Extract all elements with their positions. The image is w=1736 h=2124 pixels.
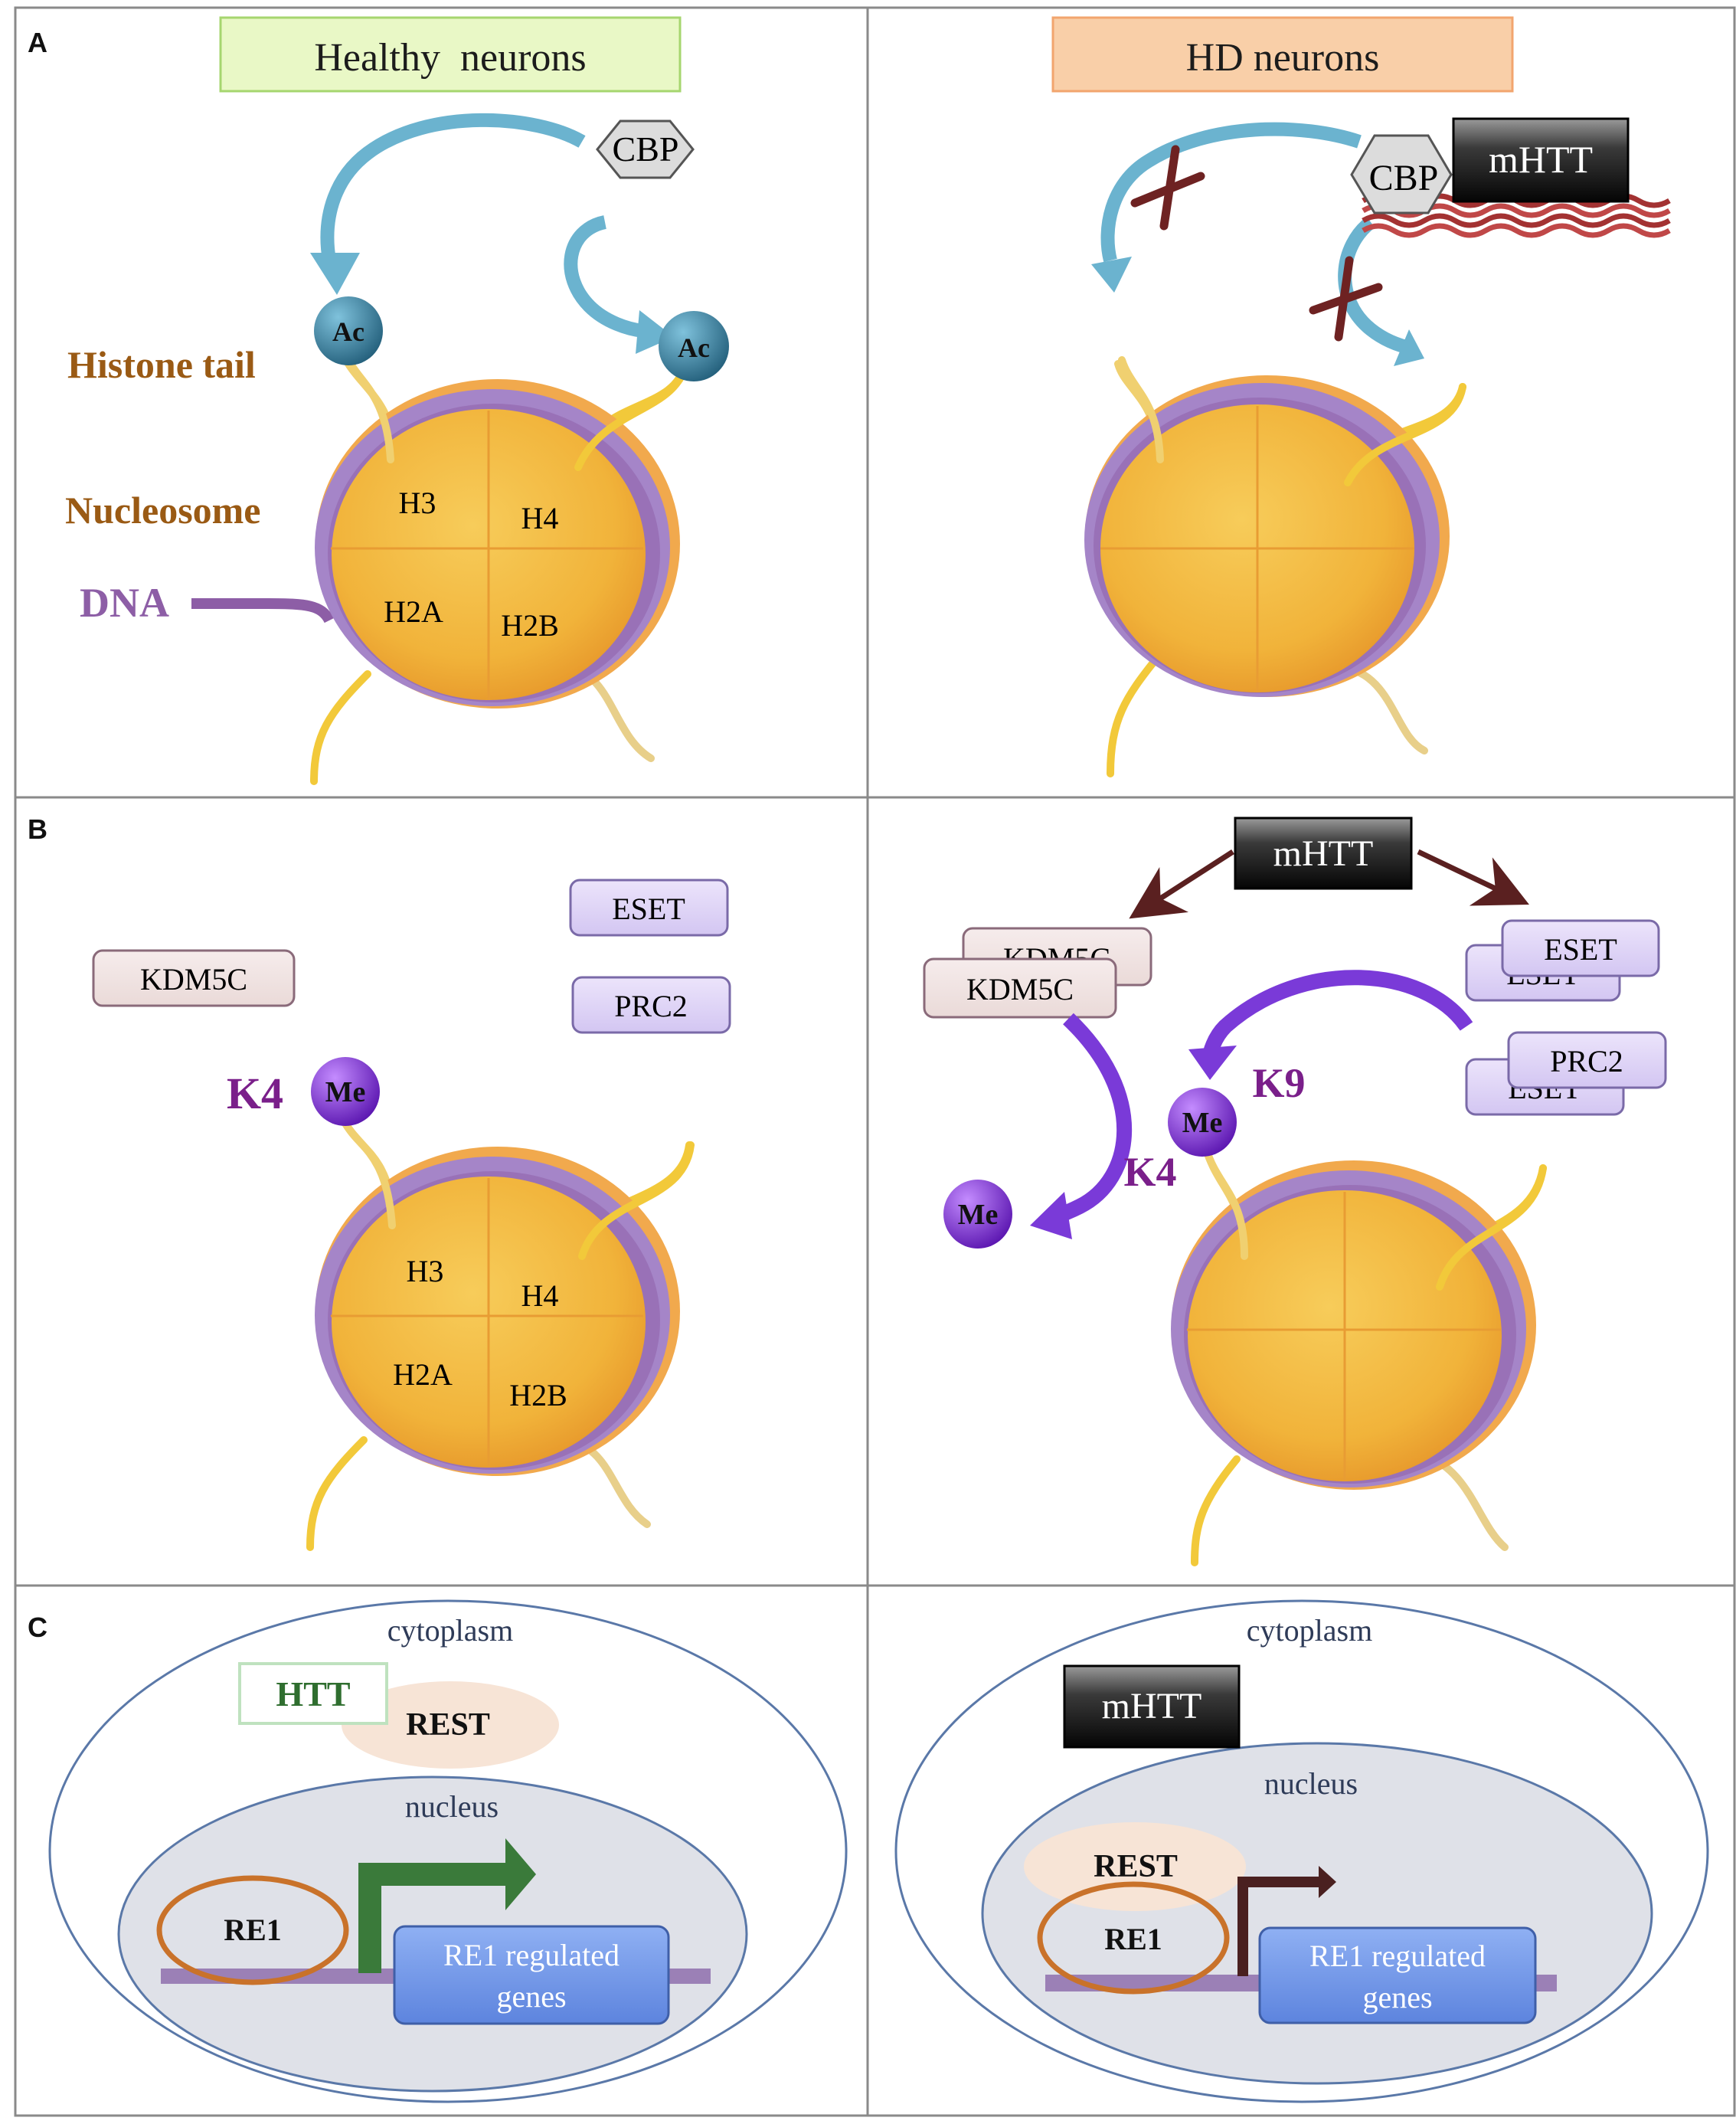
re1-genes-box: RE1 regulated genes (393, 1925, 670, 2025)
svg-text:Ac: Ac (678, 332, 710, 363)
re1-label: RE1 (224, 1913, 282, 1947)
rest-cytoplasmic (342, 1681, 559, 1769)
cytoplasm-label: cytoplasm (387, 1613, 513, 1648)
dna-label: DNA (80, 580, 169, 626)
cytoplasm-label-hd: cytoplasm (1247, 1613, 1372, 1648)
eset-box-front: ESET (1501, 919, 1660, 977)
nucleosome-hd (1084, 375, 1450, 697)
prc2-box: PRC2 (571, 976, 731, 1034)
histone-tail-label: Histone tail (67, 343, 256, 386)
svg-text:genes: genes (496, 1979, 566, 2014)
transcription-arrow-repressed (1237, 1866, 1336, 1976)
svg-text:PRC2: PRC2 (614, 989, 688, 1023)
histone-h4-b: H4 (521, 1278, 559, 1313)
healthy-neurons-header: Healthy neurons (219, 16, 682, 93)
panel-c-hd: cytoplasm nucleus mHTT REST RE1 RE1 regu… (894, 1599, 1709, 2103)
transcription-arrow-active (358, 1838, 536, 1973)
cbp-protein: CBP (596, 119, 695, 179)
svg-text:KDM5C: KDM5C (140, 962, 247, 997)
nucleosome (315, 379, 680, 709)
svg-text:PRC2: PRC2 (1550, 1044, 1623, 1078)
svg-text:genes: genes (1362, 1980, 1432, 2014)
blocked-cross-1 (1130, 145, 1205, 231)
histone-h2b: H2B (501, 608, 559, 643)
hd-neurons-title: HD neurons (1186, 36, 1380, 80)
ac-mark-left: Ac (314, 296, 383, 365)
histone-h4: H4 (521, 501, 559, 535)
nucleus-label-hd: nucleus (1264, 1766, 1358, 1801)
nucleus-label: nucleus (405, 1789, 499, 1824)
cbp-label-hd: CBP (1369, 158, 1439, 198)
panel-label-a: A (28, 27, 47, 58)
prc2-box-hd: PRC2 (1507, 1031, 1667, 1089)
me-mark-k4: Me (311, 1057, 380, 1126)
nucleosome-label: Nucleosome (65, 489, 261, 532)
me-mark-removed: Me (943, 1180, 1012, 1249)
rest-bound (1024, 1822, 1246, 1911)
kdm5c-box: KDM5C (92, 949, 296, 1007)
svg-text:Ac: Ac (332, 316, 365, 347)
panel-a-hd: CBP mHTT (1084, 117, 1671, 777)
hd-neurons-header: HD neurons (1051, 16, 1514, 93)
blocked-cross-2 (1309, 256, 1383, 342)
mhtt-label-b: mHTT (1273, 833, 1374, 874)
re1-element-hd (1037, 1881, 1230, 1995)
mhtt-box-b: mHTT (1234, 817, 1413, 890)
svg-text:RE1 regulated: RE1 regulated (443, 1938, 620, 1972)
panel-b-hd: mHTT KDM5C KDM5C ESET ESET ESET PRC2 (923, 817, 1667, 1566)
histone-h2a: H2A (384, 594, 443, 629)
panel-a-healthy: H3 H4 H2A H2B CBP Ac Ac Histone tail Nuc… (65, 113, 729, 785)
rest-label-hd: REST (1094, 1849, 1178, 1884)
panel-grid (14, 6, 1736, 2117)
healthy-neurons-title: Healthy neurons (314, 36, 586, 80)
svg-text:ESET: ESET (612, 892, 685, 926)
panel-label-b: B (28, 813, 47, 845)
eset-box: ESET (569, 879, 729, 937)
rest-label: REST (406, 1707, 490, 1743)
k9-label: K9 (1252, 1060, 1305, 1106)
htt-box: HTT (238, 1662, 388, 1725)
svg-text:Me: Me (1182, 1107, 1223, 1139)
cbp-protein-hd: CBP (1350, 134, 1453, 214)
nucleosome-b (315, 1147, 680, 1476)
panel-label-c: C (28, 1612, 47, 1643)
cbp-label: CBP (613, 129, 679, 169)
nucleosome-b-hd (1171, 1160, 1536, 1490)
svg-text:KDM5C: KDM5C (966, 972, 1074, 1006)
svg-text:mHTT: mHTT (1102, 1686, 1202, 1726)
svg-text:ESET: ESET (1544, 932, 1617, 967)
panel-c-healthy: cytoplasm nucleus REST HTT RE1 RE1 regul… (48, 1599, 848, 2103)
histone-h3: H3 (399, 486, 436, 520)
svg-text:Me: Me (325, 1076, 366, 1108)
re1-genes-box-hd: RE1 regulated genes (1258, 1926, 1537, 2024)
k4-label: K4 (227, 1069, 283, 1118)
mhtt-box-c: mHTT (1063, 1664, 1241, 1749)
mhtt-label-a: mHTT (1489, 138, 1593, 181)
svg-text:HTT: HTT (276, 1674, 350, 1713)
svg-text:Me: Me (958, 1199, 999, 1231)
mhtt-box-a: mHTT (1452, 117, 1630, 203)
re1-label-hd: RE1 (1104, 1922, 1162, 1956)
k4-label-hd: K4 (1123, 1149, 1176, 1195)
re1-element (156, 1875, 349, 1985)
panel-b-healthy: H3 H4 H2A H2B Me K4 KDM5C ESET PRC2 (92, 879, 731, 1551)
me-mark-k9: Me (1168, 1088, 1237, 1157)
histone-h3-b: H3 (407, 1254, 444, 1288)
histone-h2a-b: H2A (393, 1357, 453, 1392)
histone-h2b-b: H2B (509, 1378, 567, 1412)
kdm5c-box-front: KDM5C (923, 957, 1117, 1019)
svg-text:RE1 regulated: RE1 regulated (1309, 1939, 1486, 1973)
ac-mark-right: Ac (659, 311, 729, 381)
